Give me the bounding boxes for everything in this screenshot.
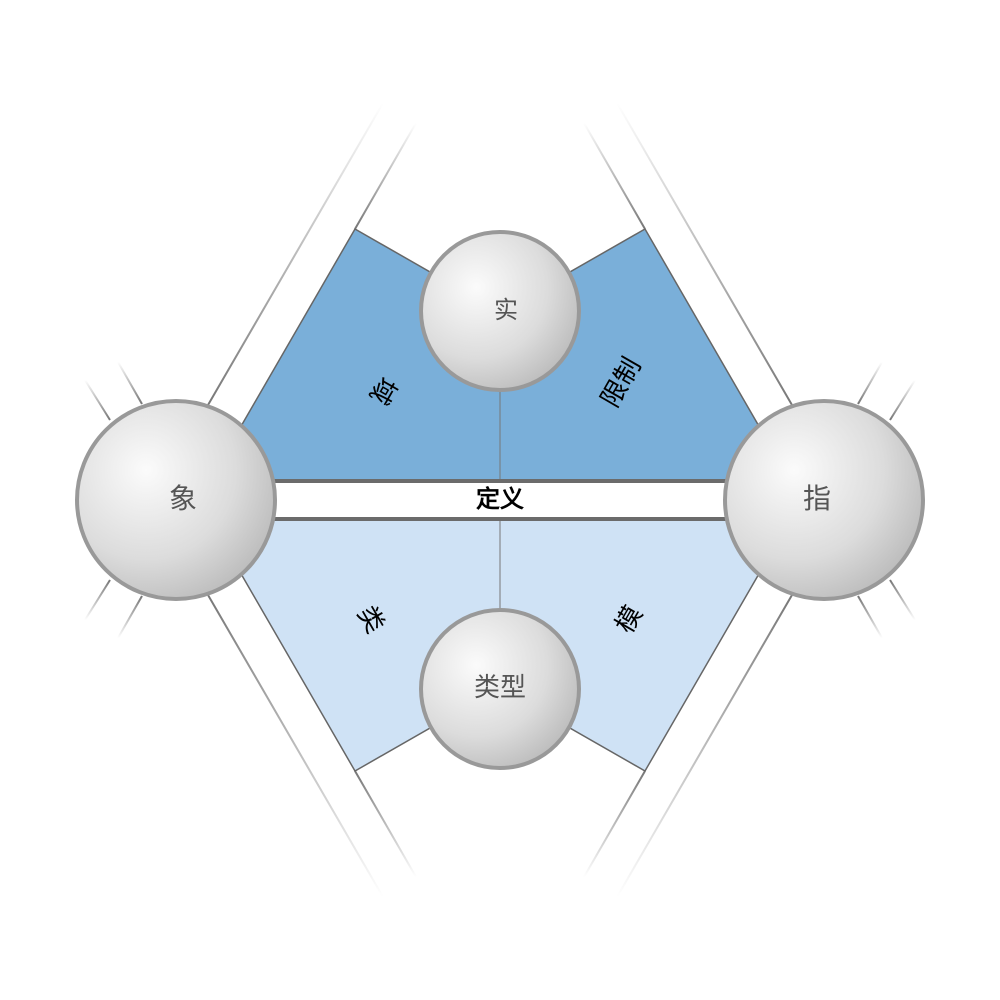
center-band-label: 定义 <box>476 485 524 513</box>
node-bottom: 类型 <box>419 608 581 770</box>
node-left: 象 <box>75 399 277 601</box>
node-right-label: 指 <box>803 482 831 515</box>
node-top-label: 实 <box>494 296 518 324</box>
center-band <box>240 481 760 519</box>
node-right: 指 <box>723 399 925 601</box>
node-bottom-label: 类型 <box>474 673 526 703</box>
node-top: 实 <box>419 230 581 392</box>
outer-lines <box>25 102 975 898</box>
node-left-label: 象 <box>169 482 197 515</box>
